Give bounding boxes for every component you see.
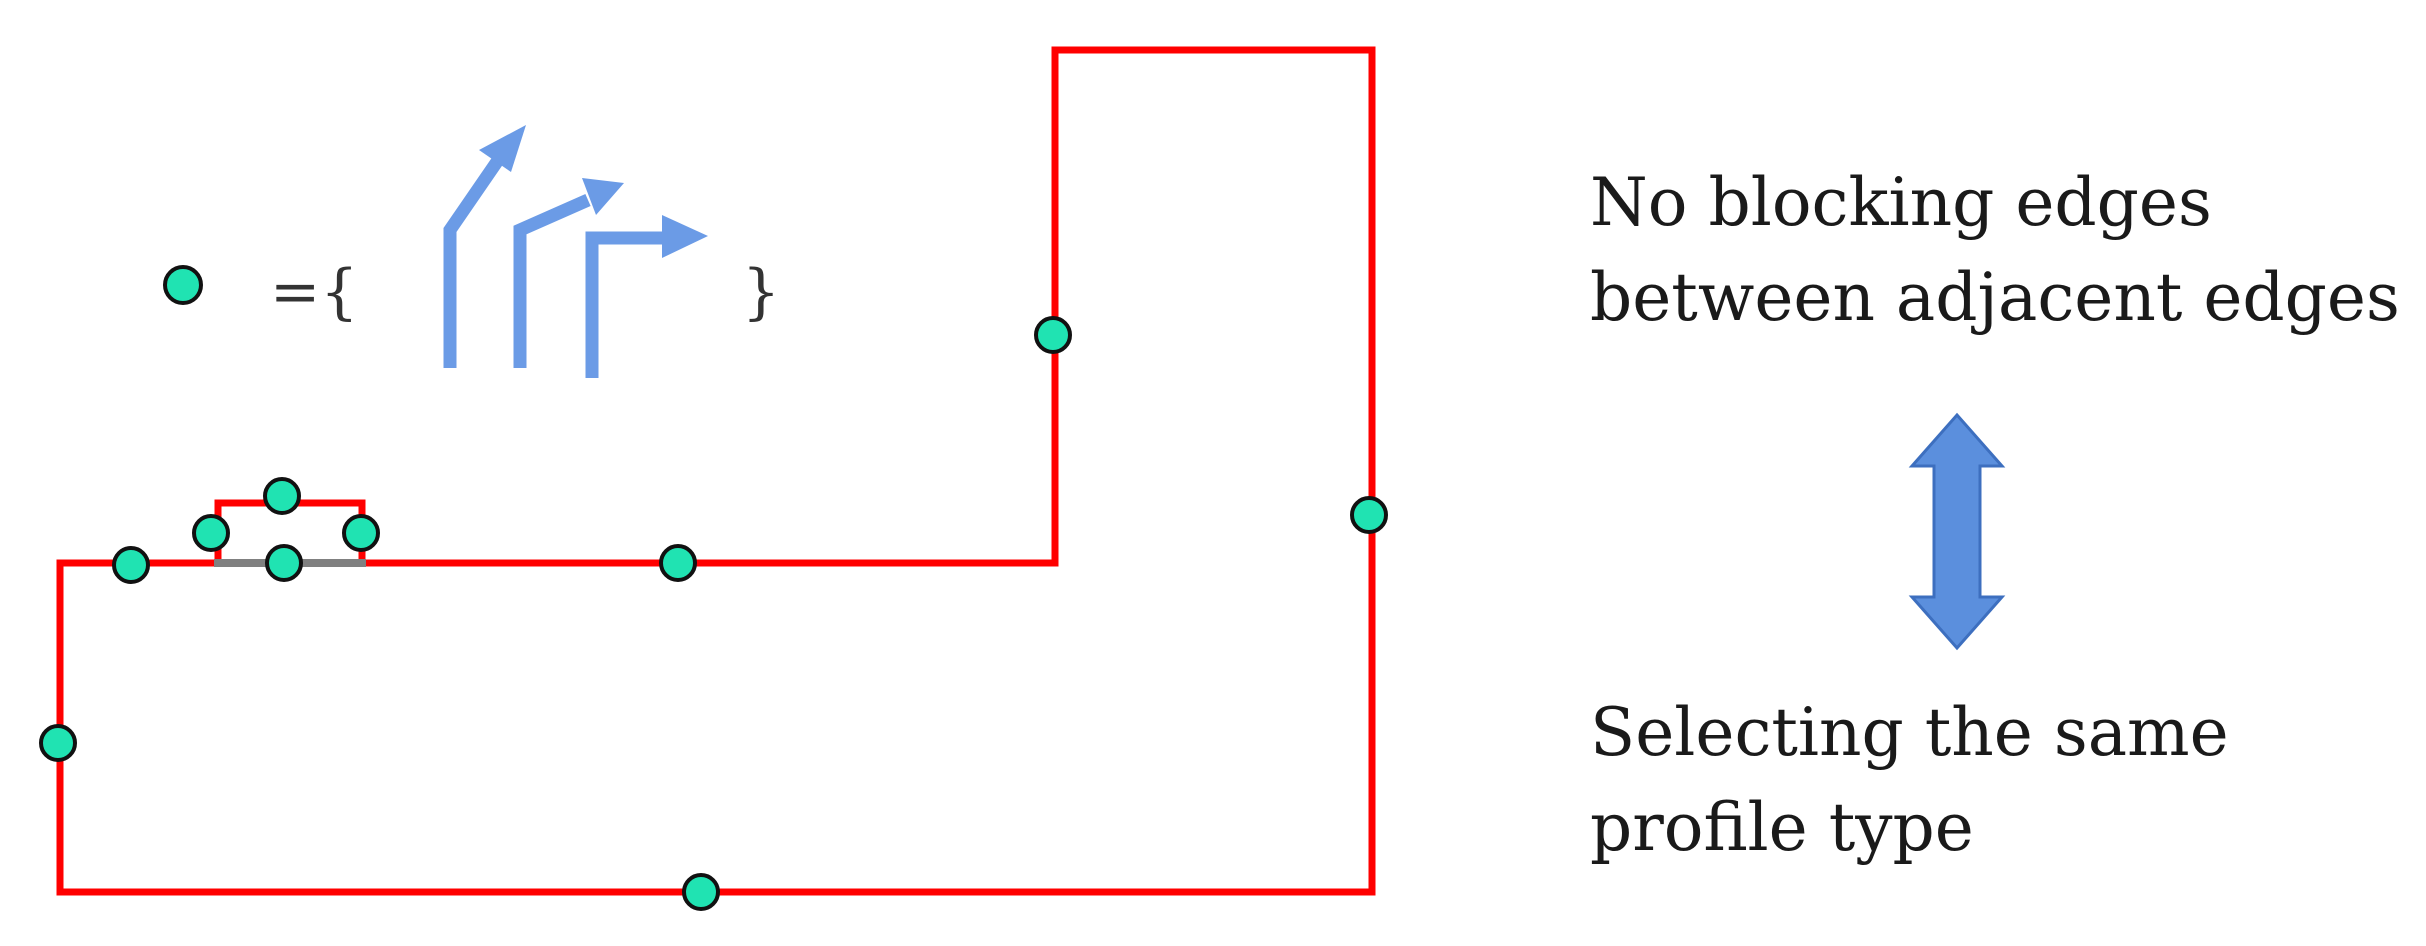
legend-profile-arrows (443, 125, 708, 378)
legend-close-brace: } (742, 257, 780, 327)
text-line-no-blocking: No blocking edges (1590, 164, 2212, 241)
legend: ={ } (163, 125, 780, 378)
text-line-profile-type: profile type (1590, 789, 1974, 866)
legend-node-icon (163, 265, 203, 305)
edge-node (1034, 316, 1072, 354)
explanation-text: No blocking edges between adjacent edges… (1590, 164, 2400, 866)
edge-node (265, 544, 303, 582)
profile-arrow-steep-head (479, 125, 526, 172)
profile-arrow-flat-icon (585, 231, 665, 378)
legend-equals-brace: ={ (270, 257, 358, 327)
edge-node (263, 477, 301, 515)
edge-node (1350, 496, 1388, 534)
edge-nodes (39, 316, 1388, 911)
edge-node (342, 514, 380, 552)
profile-arrow-medium-icon (513, 194, 591, 368)
edge-node (39, 724, 77, 762)
edge-node (682, 873, 720, 911)
outline-edges (56, 46, 1376, 896)
profile-arrow-flat-head (662, 215, 708, 258)
edge-node (192, 514, 230, 552)
profile-arrow-medium-head (582, 178, 624, 215)
edge-node (659, 544, 697, 582)
edge-node (112, 546, 150, 584)
profile-arrow-steep-icon (443, 146, 511, 368)
text-line-between-adjacent: between adjacent edges (1590, 259, 2400, 336)
equivalence-double-arrow-icon (1908, 412, 2006, 651)
text-line-selecting-same: Selecting the same (1590, 694, 2229, 771)
building-outline (56, 46, 1376, 896)
